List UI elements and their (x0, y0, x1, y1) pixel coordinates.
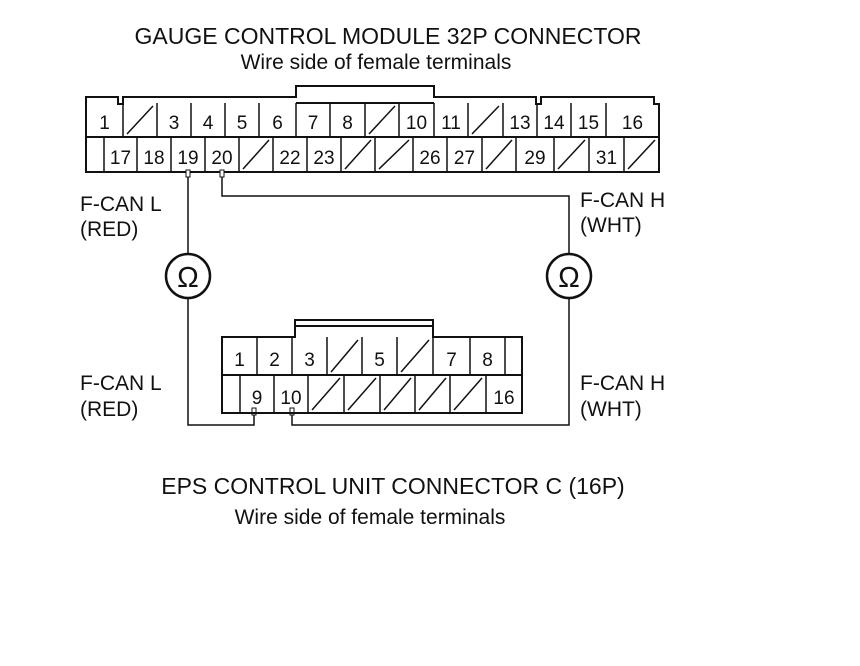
eps-row2-empty-slot (418, 377, 447, 411)
eps-row1-terminal-2: 2 (269, 350, 280, 371)
gauge-row1-terminal-13: 13 (509, 113, 530, 134)
gauge-terminal-dividers (103, 103, 625, 172)
gauge-row2-terminal-20: 20 (211, 148, 232, 169)
ohm-icon: Ω (177, 262, 199, 294)
gauge-row1-terminal-15: 15 (578, 113, 599, 134)
eps-connector-subtitle: Wire side of female terminals (235, 506, 506, 529)
eps-row2-empty-slot (453, 377, 483, 411)
ohmmeter-right-circle (545, 252, 593, 300)
gauge-row1-terminal-4: 4 (203, 113, 214, 134)
f-can-h-bottom-label: F-CAN H (580, 372, 665, 395)
eps-terminal-dividers (239, 337, 506, 413)
gauge-row2-empty-slot (344, 139, 372, 170)
eps-connector-title: EPS CONTROL UNIT CONNECTOR C (16P) (161, 473, 624, 499)
eps-row2-empty-slot (383, 377, 412, 411)
gauge-row1-terminal-8: 8 (342, 113, 353, 134)
gauge-row2-terminal-18: 18 (143, 148, 164, 169)
ohmmeter-left-circle (164, 252, 212, 300)
gauge-row2-terminal-27: 27 (454, 148, 475, 169)
f-can-l-top-label: F-CAN L (80, 193, 162, 216)
eps-terminal-labels: 1 2 3 5 7 8 9 10 16 (234, 350, 514, 409)
f-can-l-wire-bottom (187, 298, 255, 426)
f-can-h-wire-bottom (291, 298, 570, 426)
eps-row2-terminal-10: 10 (280, 388, 301, 409)
gauge-row2-empty-slot (557, 139, 586, 170)
gauge-row2-empty-slot (242, 139, 270, 170)
eps-row2-empty-slot (347, 377, 377, 411)
gauge-row2-terminal-22: 22 (279, 148, 300, 169)
f-can-l-bottom-color: (RED) (80, 398, 138, 421)
f-can-h-top-color: (WHT) (580, 214, 642, 237)
gauge-row2-empty-slot (378, 139, 410, 170)
gauge-row2-empty-slot (627, 139, 656, 170)
f-can-h-bottom-color: (WHT) (580, 398, 642, 421)
gauge-row1-terminal-16: 16 (622, 113, 643, 134)
wiring (185, 169, 570, 426)
eps-row2-terminal-9: 9 (252, 388, 263, 409)
ohmmeter-right: Ω (545, 252, 593, 300)
eps-row1-terminal-3: 3 (304, 350, 315, 371)
eps-row1-empty-slot (330, 339, 359, 373)
gauge-row2-terminal-29: 29 (524, 148, 545, 169)
gauge-connector-subtitle: Wire side of female terminals (241, 51, 512, 74)
eps-connector-outline (221, 319, 523, 414)
gauge-row1-terminal-5: 5 (237, 113, 248, 134)
eps-row1-terminal-7: 7 (446, 350, 457, 371)
gauge-empty-slots (126, 105, 656, 170)
eps-row1-terminal-1: 1 (234, 350, 245, 371)
probe-tip-20 (219, 169, 225, 178)
eps-empty-slots (311, 339, 483, 411)
gauge-connector (85, 85, 660, 173)
gauge-row1-terminal-3: 3 (169, 113, 180, 134)
f-can-l-bottom-label: F-CAN L (80, 372, 162, 395)
gauge-row1-terminal-6: 6 (272, 113, 283, 134)
gauge-connector-outline (85, 85, 660, 173)
gauge-row2-terminal-26: 26 (419, 148, 440, 169)
gauge-row1-empty-slot (471, 105, 500, 135)
f-can-h-wire-top (221, 174, 570, 254)
gauge-row1-terminal-1: 1 (99, 113, 110, 134)
gauge-row2-terminal-31: 31 (596, 148, 617, 169)
gauge-connector-title: GAUGE CONTROL MODULE 32P CONNECTOR (135, 23, 642, 49)
gauge-row1-empty-slot (368, 105, 396, 135)
gauge-row1-terminal-7: 7 (308, 113, 319, 134)
gauge-row1-terminal-10: 10 (406, 113, 427, 134)
eps-row1-terminal-8: 8 (482, 350, 493, 371)
gauge-row2-empty-slot (485, 139, 513, 170)
gauge-row1-terminal-14: 14 (543, 113, 565, 134)
eps-row2-empty-slot (311, 377, 341, 411)
gauge-row2-terminal-19: 19 (177, 148, 198, 169)
probe-tip-10 (289, 407, 295, 416)
probe-tip-19 (185, 169, 191, 178)
ohm-icon: Ω (558, 262, 580, 294)
eps-row2-terminal-16: 16 (493, 388, 514, 409)
gauge-row1-empty-slot (126, 105, 154, 135)
gauge-row2-terminal-23: 23 (313, 148, 334, 169)
gauge-row2-terminal-17: 17 (110, 148, 131, 169)
gauge-row1-terminal-11: 11 (441, 113, 461, 134)
ohmmeter-left: Ω (164, 252, 212, 300)
eps-row1-empty-slot (400, 339, 430, 373)
f-can-h-top-label: F-CAN H (580, 189, 665, 212)
f-can-l-top-color: (RED) (80, 218, 138, 241)
eps-row1-terminal-5: 5 (374, 350, 385, 371)
probe-tip-9 (251, 407, 257, 416)
eps-connector (221, 319, 523, 414)
